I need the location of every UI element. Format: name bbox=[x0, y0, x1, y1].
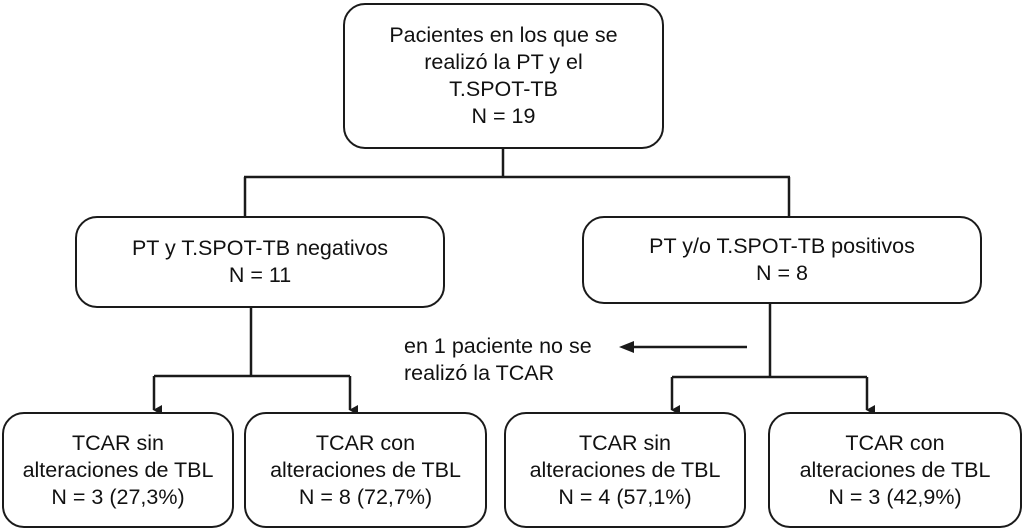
note-line-1: en 1 paciente no se bbox=[404, 334, 592, 358]
leaf-4-line-1: TCAR con bbox=[845, 430, 945, 455]
leaf-negative-without-alterations: TCAR sin alteraciones de TBL N = 3 (27,3… bbox=[2, 412, 234, 528]
leaf-2-count: N = 8 (72,7%) bbox=[298, 484, 433, 509]
leaf-4-line-2: alteraciones de TBL bbox=[799, 457, 991, 482]
positive-count: N = 8 bbox=[756, 261, 808, 285]
root-line-3: T.SPOT-TB bbox=[449, 77, 558, 101]
leaf-positive-without-alterations: TCAR sin alteraciones de TBL N = 4 (57,1… bbox=[504, 412, 746, 528]
root-count: N = 19 bbox=[471, 104, 536, 128]
negative-count: N = 11 bbox=[228, 263, 292, 287]
leaf-negative-with-alterations: TCAR con alteraciones de TBL N = 8 (72,7… bbox=[244, 412, 487, 528]
note-arrow-head bbox=[619, 341, 634, 353]
leaf-1-count: N = 3 (27,3%) bbox=[51, 484, 185, 509]
leaf-positive-with-alterations: TCAR con alteraciones de TBL N = 3 (42,9… bbox=[768, 412, 1022, 528]
root-line-2: realizó la PT y el bbox=[424, 50, 583, 74]
leaf-4-count: N = 3 (42,9%) bbox=[828, 484, 962, 509]
leaf-1-line-2: alteraciones de TBL bbox=[22, 457, 214, 482]
root-line-1: Pacientes en los que se bbox=[389, 23, 618, 47]
leaf-2-line-1: TCAR con bbox=[315, 430, 416, 455]
negative-label: PT y T.SPOT-TB negativos bbox=[131, 236, 389, 260]
note-line-2: realizó la TCAR bbox=[404, 361, 555, 385]
root-box: Pacientes en los que se realizó la PT y … bbox=[343, 3, 664, 149]
leaf-2-line-2: alteraciones de TBL bbox=[270, 457, 461, 482]
leaf-3-line-1: TCAR sin bbox=[579, 430, 671, 455]
negative-box: PT y T.SPOT-TB negativos N = 11 bbox=[75, 216, 445, 308]
leaf-3-count: N = 4 (57,1%) bbox=[558, 484, 692, 509]
positive-box: PT y/o T.SPOT-TB positivos N = 8 bbox=[582, 216, 982, 304]
excluded-patient-note: en 1 paciente no se realizó la TCAR bbox=[404, 333, 592, 387]
positive-label: PT y/o T.SPOT-TB positivos bbox=[649, 234, 915, 258]
leaf-3-line-2: alteraciones de TBL bbox=[529, 457, 721, 482]
leaf-1-line-1: TCAR sin bbox=[72, 430, 164, 455]
